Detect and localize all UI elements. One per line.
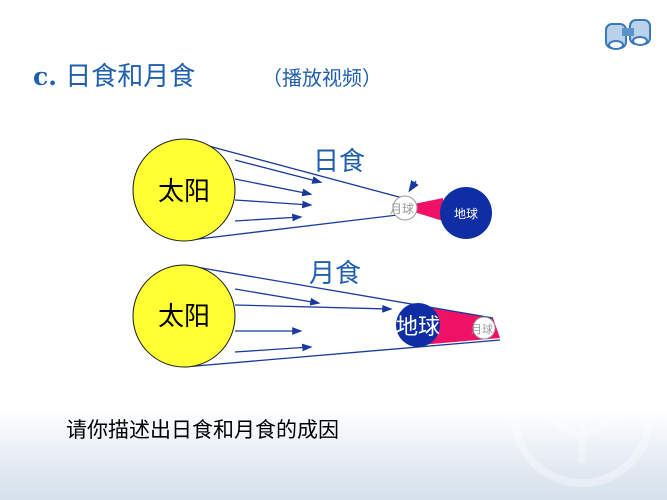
- title-text: 日食和月食: [65, 62, 196, 92]
- solar-eclipse-rays: [189, 140, 415, 241]
- lunar-eclipse-diagram: 月食 太阳 地球 月球: [132, 259, 501, 368]
- lunar-eclipse-earth: [396, 303, 440, 347]
- question-prompt: 请你描述出日食和月食的成因: [66, 418, 339, 442]
- solar-eclipse-earth: [440, 187, 492, 239]
- tree-logo-icon: [510, 343, 654, 487]
- title-letter: c.: [33, 62, 57, 91]
- binoculars-icon: [605, 19, 651, 50]
- lunar-eclipse-label: 月食: [309, 259, 361, 289]
- lunar-eclipse-sun-label: 太阳: [158, 302, 210, 332]
- solar-eclipse-earth-label: 地球: [454, 207, 478, 221]
- subtitle: （播放视频）: [262, 66, 382, 90]
- lunar-eclipse-earth-label: 地球: [396, 315, 440, 340]
- background-gradient: [0, 410, 667, 500]
- solar-eclipse-moon: [392, 195, 418, 221]
- solar-eclipse-sun: [132, 138, 236, 242]
- page-title: c. 日食和月食: [33, 56, 195, 93]
- lunar-eclipse-moon-label: 月球: [471, 322, 493, 336]
- solar-eclipse-umbra: [414, 198, 443, 221]
- solar-eclipse-diagram: 日食 太阳 月球 地球: [132, 138, 492, 242]
- lunar-eclipse-sun: [132, 264, 236, 368]
- solar-eclipse-moon-label: 月球: [390, 202, 414, 216]
- solar-eclipse-label: 日食: [313, 147, 365, 177]
- solar-eclipse-pointer-arrow: [408, 180, 419, 193]
- lunar-eclipse-rays: [183, 264, 501, 368]
- lunar-eclipse-moon: [472, 316, 496, 340]
- solar-eclipse-sun-label: 太阳: [158, 177, 210, 207]
